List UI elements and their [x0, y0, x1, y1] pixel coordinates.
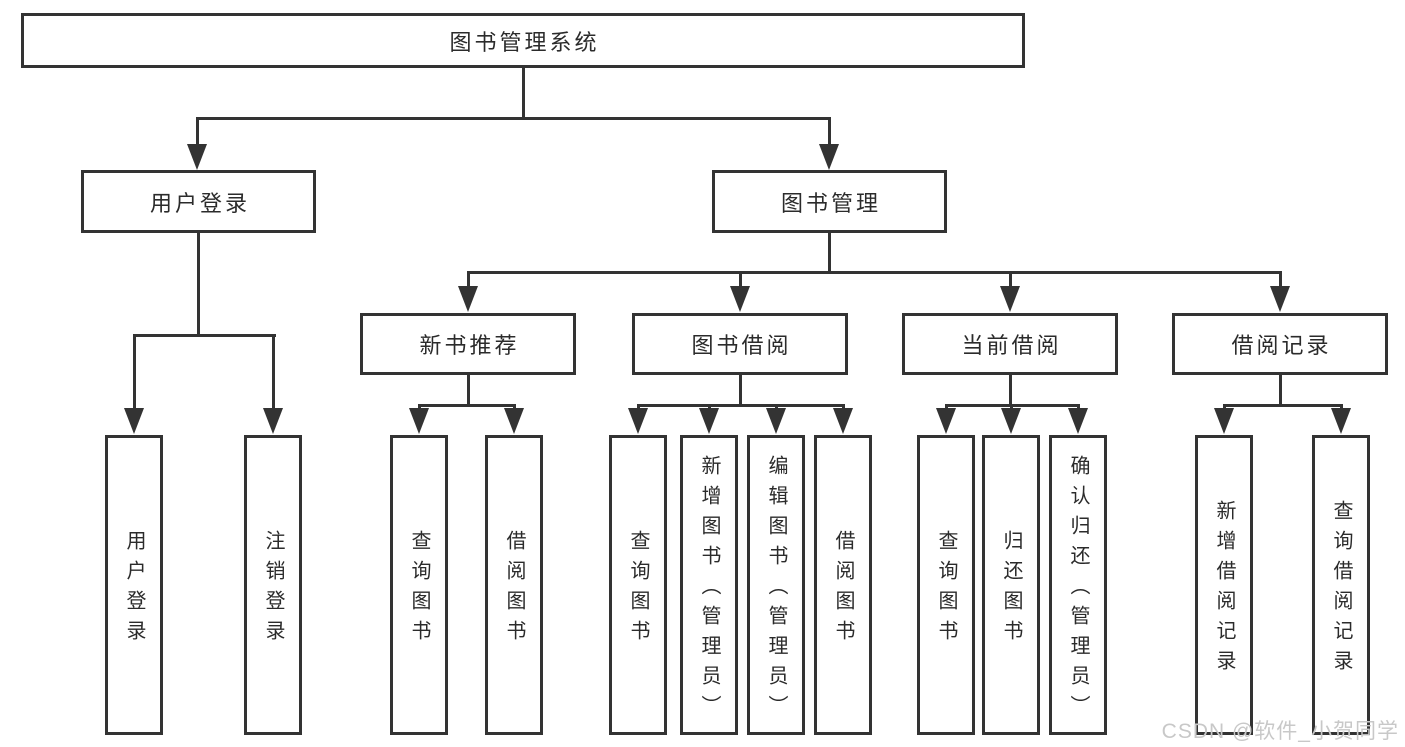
connector-drop-leaf-user-login [133, 334, 136, 412]
arrow-down-icon [1000, 286, 1020, 312]
leaf-bb-borrow-books: 借阅图书 [814, 435, 872, 735]
arrow-down-icon [833, 408, 853, 434]
csdn-watermark: CSDN @软件_小贺同学 [1161, 720, 1399, 743]
arrow-down-icon [1331, 408, 1351, 434]
leaf-bb-query-books: 查询图书 [609, 435, 667, 735]
connector-drop-leaf-logout [272, 334, 275, 412]
leaf-nbr-query-books-label: 查询图书 [408, 530, 430, 650]
connector-book-management-stem [828, 232, 831, 273]
arrow-down-icon [1068, 408, 1088, 434]
leaf-bb-add-book-admin-label: 新增图书（管理员） [698, 455, 720, 725]
node-book-management: 图书管理 [712, 170, 947, 233]
connector-drop-borrow-records [1279, 271, 1282, 289]
arrow-down-icon [458, 286, 478, 312]
node-user-login-group-label: 用户登录 [149, 190, 250, 216]
arrow-down-icon [1270, 286, 1290, 312]
node-current-borrow: 当前借阅 [902, 313, 1118, 375]
connector-nbr-hline [418, 404, 516, 407]
connector-drop-new-book-recommend [467, 271, 470, 289]
leaf-nbr-query-books: 查询图书 [390, 435, 448, 735]
arrow-down-icon [124, 408, 144, 434]
connector-user-login-stem [197, 232, 200, 336]
leaf-logout-label: 注销登录 [262, 530, 284, 650]
node-book-management-label: 图书管理 [780, 190, 881, 216]
arrow-down-icon [1214, 408, 1234, 434]
node-borrow-records: 借阅记录 [1172, 313, 1388, 375]
arrow-down-icon [699, 408, 719, 434]
connector-cb-stem [1009, 375, 1012, 406]
node-current-borrow-label: 当前借阅 [961, 333, 1062, 358]
arrow-down-icon [187, 144, 207, 170]
leaf-bb-edit-book-admin: 编辑图书（管理员） [747, 435, 805, 735]
leaf-nbr-borrow-books-label: 借阅图书 [503, 530, 525, 650]
connector-drop-book-management [828, 117, 831, 147]
leaf-bb-query-books-label: 查询图书 [627, 530, 649, 650]
connector-br-stem [1279, 375, 1282, 406]
leaf-br-query-record-label: 查询借阅记录 [1330, 500, 1352, 680]
leaf-cb-return-books: 归还图书 [982, 435, 1040, 735]
connector-bb-hline [637, 404, 845, 407]
leaf-cb-query-books: 查询图书 [917, 435, 975, 735]
leaf-bb-add-book-admin: 新增图书（管理员） [680, 435, 738, 735]
arrow-down-icon [263, 408, 283, 434]
arrow-down-icon [819, 144, 839, 170]
leaf-bb-edit-book-admin-label: 编辑图书（管理员） [765, 455, 787, 725]
node-root: 图书管理系统 [21, 13, 1025, 68]
leaf-cb-return-books-label: 归还图书 [1000, 530, 1022, 650]
node-book-borrow: 图书借阅 [632, 313, 848, 375]
leaf-br-add-record: 新增借阅记录 [1195, 435, 1253, 735]
node-new-book-recommend-label: 新书推荐 [419, 333, 520, 358]
connector-user-login-hline [133, 334, 276, 337]
connector-drop-book-borrow [739, 271, 742, 289]
leaf-cb-confirm-return-admin: 确认归还（管理员） [1049, 435, 1107, 735]
leaf-br-add-record-label: 新增借阅记录 [1213, 500, 1235, 680]
leaf-br-query-record: 查询借阅记录 [1312, 435, 1370, 735]
arrow-down-icon [730, 286, 750, 312]
leaf-cb-query-books-label: 查询图书 [935, 530, 957, 650]
arrow-down-icon [628, 408, 648, 434]
leaf-user-login-label: 用户登录 [123, 530, 145, 650]
arrow-down-icon [936, 408, 956, 434]
leaf-nbr-borrow-books: 借阅图书 [485, 435, 543, 735]
connector-level3-hline [467, 271, 1282, 274]
leaf-bb-borrow-books-label: 借阅图书 [832, 530, 854, 650]
arrow-down-icon [409, 408, 429, 434]
connector-bb-stem [739, 375, 742, 406]
connector-level2-hline [196, 117, 831, 120]
node-new-book-recommend: 新书推荐 [360, 313, 576, 375]
node-book-borrow-label: 图书借阅 [691, 333, 792, 358]
connector-root-stem [522, 68, 525, 119]
arrow-down-icon [504, 408, 524, 434]
connector-drop-current-borrow [1009, 271, 1012, 289]
connector-nbr-stem [467, 375, 470, 406]
arrow-down-icon [1001, 408, 1021, 434]
arrow-down-icon [766, 408, 786, 434]
connector-br-hline [1223, 404, 1343, 407]
connector-drop-user-login [196, 117, 199, 147]
node-borrow-records-label: 借阅记录 [1231, 333, 1332, 358]
leaf-cb-confirm-return-admin-label: 确认归还（管理员） [1067, 455, 1089, 725]
node-user-login-group: 用户登录 [81, 170, 316, 233]
leaf-logout: 注销登录 [244, 435, 302, 735]
leaf-user-login: 用户登录 [105, 435, 163, 735]
node-root-label: 图书管理系统 [449, 29, 600, 55]
